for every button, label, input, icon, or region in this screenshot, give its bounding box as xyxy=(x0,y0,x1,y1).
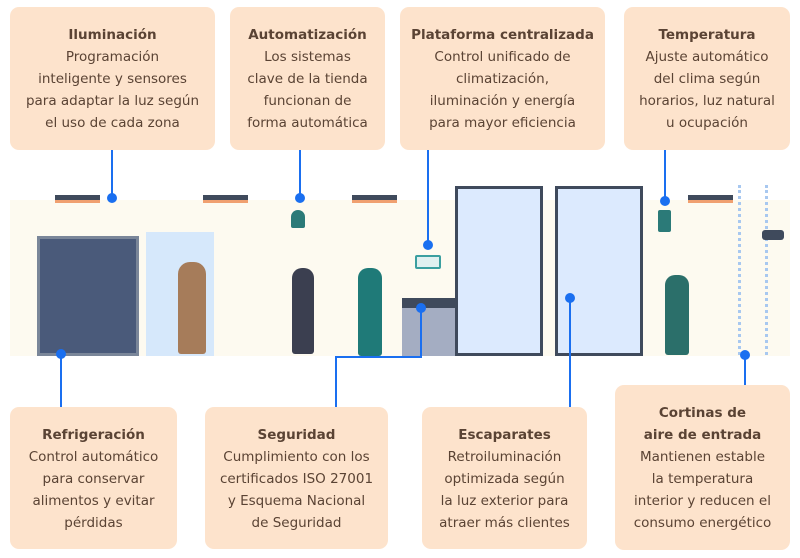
card-text: climatización, xyxy=(455,71,550,87)
card-text: forma automática xyxy=(247,115,368,131)
thermostat xyxy=(658,210,671,232)
connector-escaparates xyxy=(569,298,571,407)
card-text: interior y reducen el xyxy=(634,493,771,509)
card-automatizacion: Automatización Los sistemas clave de la … xyxy=(230,7,385,150)
connector-cortinas xyxy=(744,355,746,385)
card-title: Plataforma centralizada xyxy=(411,27,594,43)
connector-plataforma xyxy=(427,150,429,244)
control-panel xyxy=(415,255,441,269)
card-title: Seguridad xyxy=(257,427,336,443)
card-title: Iluminación xyxy=(68,27,157,43)
shopper xyxy=(358,268,382,356)
card-text: la temperatura xyxy=(651,471,754,487)
card-text: Retroiluminación xyxy=(447,449,562,465)
connector-seguridad xyxy=(335,356,422,358)
connector-seguridad xyxy=(335,356,337,407)
card-text: para adaptar la luz según xyxy=(25,93,200,109)
shopper xyxy=(292,268,314,354)
motion-sensor xyxy=(291,210,305,228)
card-text: pérdidas xyxy=(64,515,123,531)
ceiling-lamp xyxy=(688,195,733,203)
card-escaparates: Escaparates Retroiluminación optimizada … xyxy=(422,407,587,549)
card-text: atraer más clientes xyxy=(439,515,570,531)
card-refrigeracion: Refrigeración Control automático para co… xyxy=(10,407,177,549)
card-text: Programación xyxy=(65,49,160,65)
shopper xyxy=(665,275,689,355)
card-plataforma-centralizada: Plataforma centralizada Control unificad… xyxy=(400,7,605,150)
card-text: Mantienen estable xyxy=(639,449,766,465)
connector-dot xyxy=(740,350,750,360)
connector-seguridad xyxy=(420,308,422,357)
card-temperatura: Temperatura Ajuste automático del clima … xyxy=(624,7,790,150)
card-title: Refrigeración xyxy=(42,427,145,443)
card-text: y Esquema Nacional xyxy=(227,493,366,509)
card-text: consumo energético xyxy=(633,515,772,531)
connector-iluminacion xyxy=(111,150,113,198)
card-text: inteligente y sensores xyxy=(38,71,187,87)
connector-temperatura xyxy=(664,150,666,200)
security-camera xyxy=(762,230,784,240)
connector-dot xyxy=(295,193,305,203)
card-text: Control automático xyxy=(28,449,159,465)
connector-automatizacion xyxy=(299,150,301,198)
card-seguridad: Seguridad Cumplimiento con los certifica… xyxy=(205,407,388,549)
air-curtain xyxy=(738,185,768,355)
card-text: Control unificado de xyxy=(434,49,571,65)
connector-refrigeracion xyxy=(60,354,62,407)
card-text: Cumplimiento con los xyxy=(223,449,370,465)
connector-dot xyxy=(416,303,426,313)
card-text: u ocupación xyxy=(666,115,748,131)
refrigerator-shelf xyxy=(37,236,139,356)
connector-dot xyxy=(660,196,670,206)
card-text: optimizada según xyxy=(444,471,565,487)
card-text: Ajuste automático xyxy=(645,49,769,65)
card-text: para conservar xyxy=(42,471,145,487)
card-text: alimentos y evitar xyxy=(32,493,155,509)
card-text: del clima según xyxy=(653,71,761,87)
ceiling-lamp xyxy=(55,195,100,203)
connector-dot xyxy=(56,349,66,359)
ceiling-lamp xyxy=(352,195,397,203)
shopper xyxy=(178,262,206,354)
card-cortinas-de-aire: Cortinas de aire de entrada Mantienen es… xyxy=(615,385,790,550)
card-text: para mayor eficiencia xyxy=(429,115,576,131)
card-text: Los sistemas xyxy=(264,49,351,65)
card-text: de Seguridad xyxy=(251,515,342,531)
card-title: Escaparates xyxy=(458,427,551,443)
connector-dot xyxy=(565,293,575,303)
connector-dot xyxy=(423,240,433,250)
shop-window xyxy=(455,186,543,356)
card-text: certificados ISO 27001 xyxy=(219,471,374,487)
card-iluminacion: Iluminación Programación inteligente y s… xyxy=(10,7,215,150)
card-text: iluminación y energía xyxy=(429,93,576,109)
card-text: clave de la tienda xyxy=(247,71,368,87)
card-title: Cortinas de aire de entrada xyxy=(643,405,762,443)
card-text: la luz exterior para xyxy=(440,493,569,509)
card-text: funcionan de xyxy=(263,93,352,109)
card-title: Automatización xyxy=(248,27,367,43)
card-title: Temperatura xyxy=(658,27,756,43)
card-text: horarios, luz natural xyxy=(639,93,775,109)
ceiling-lamp xyxy=(203,195,248,203)
card-text: el uso de cada zona xyxy=(45,115,180,131)
connector-dot xyxy=(107,193,117,203)
